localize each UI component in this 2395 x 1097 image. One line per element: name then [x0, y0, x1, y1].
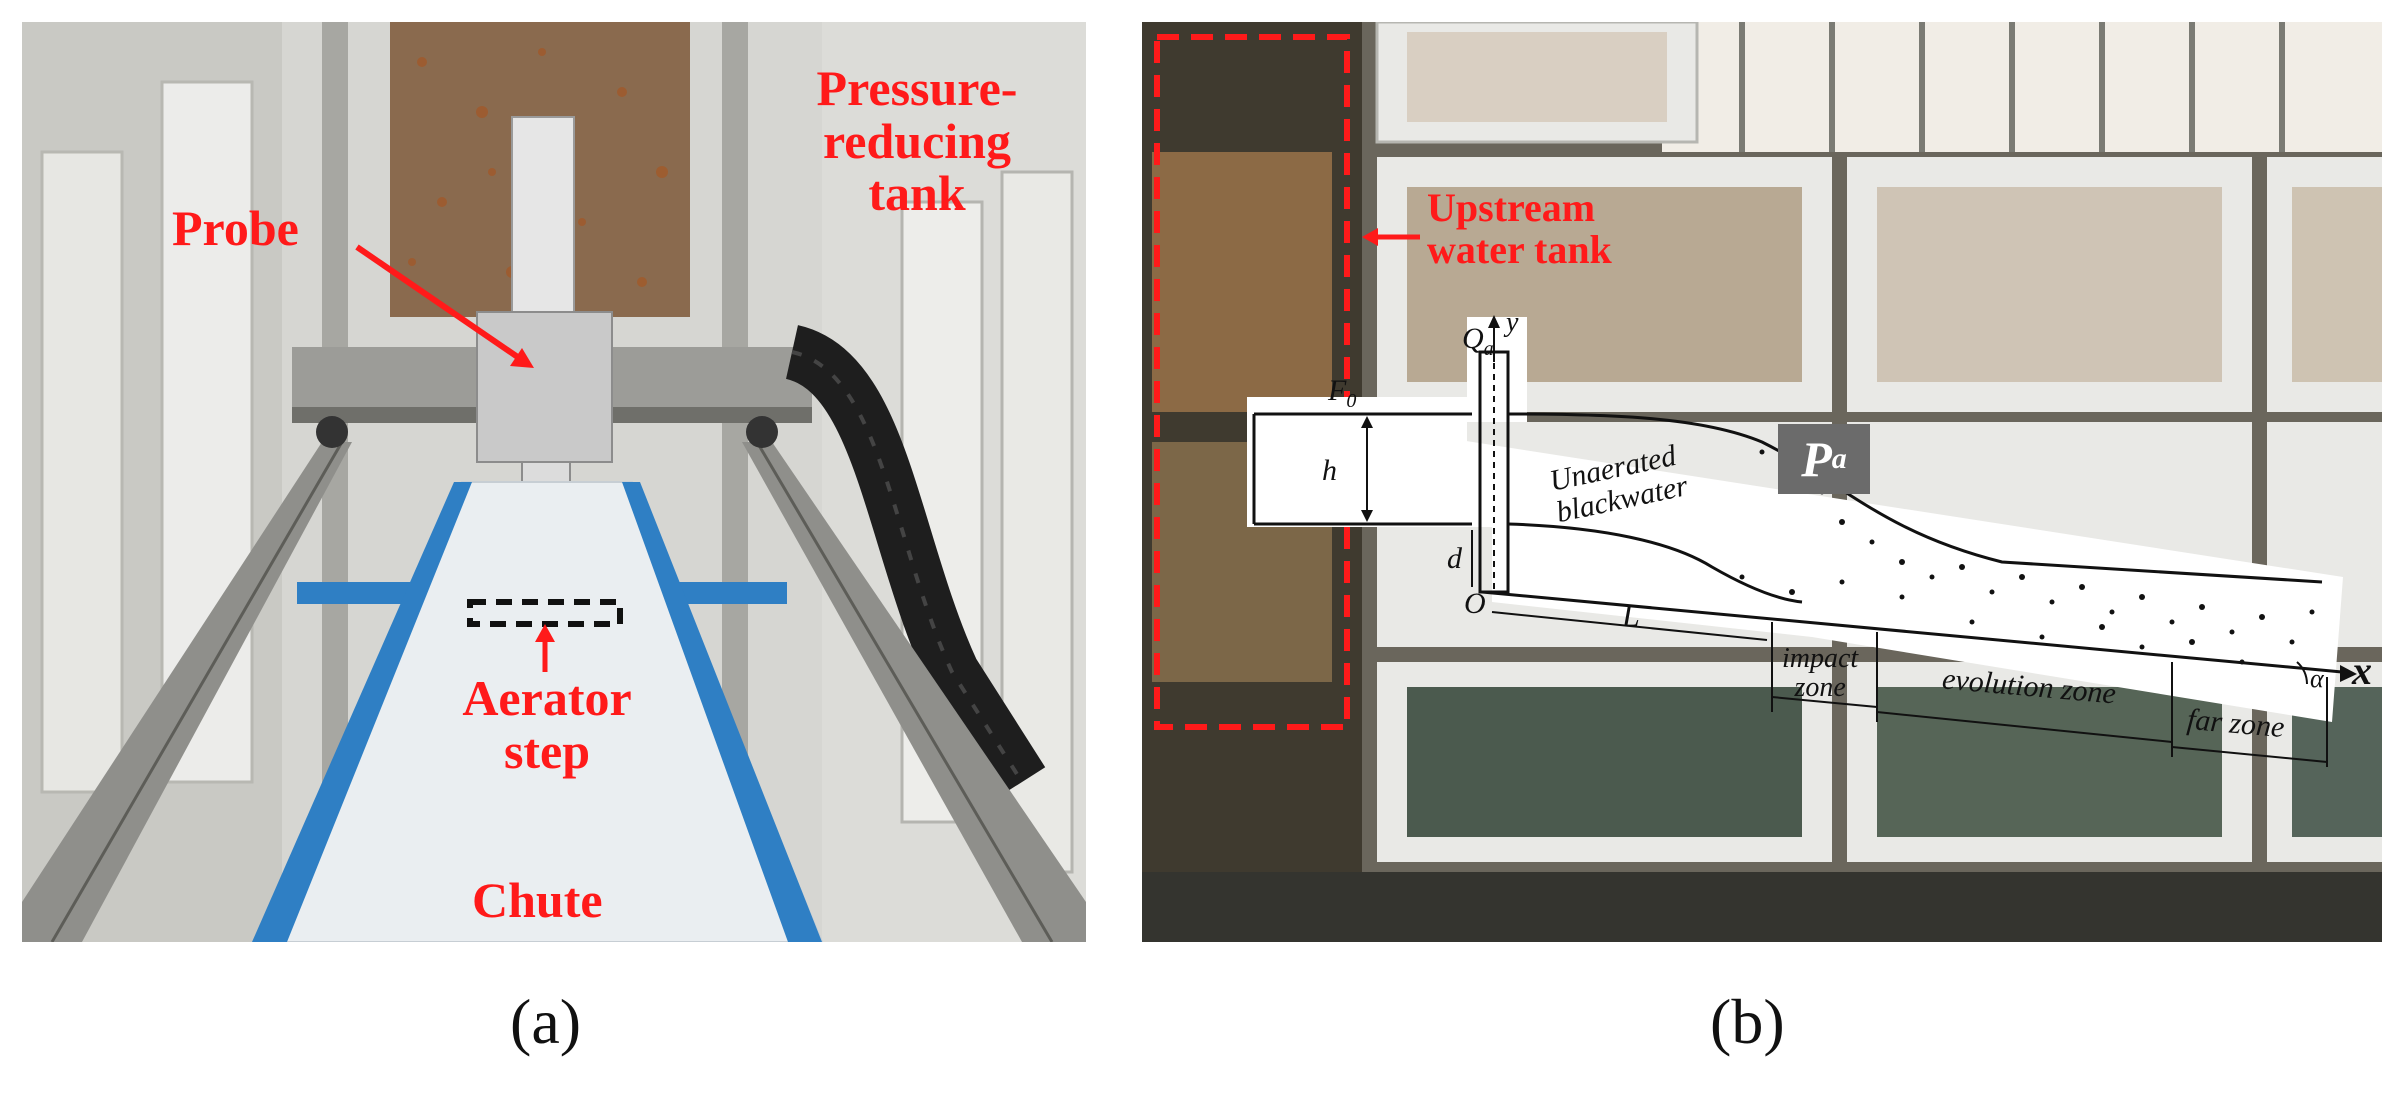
- upstream-label-line1: Upstream: [1427, 185, 1596, 230]
- origin-label: O: [1464, 587, 1486, 620]
- aerator-step-label: Aerator step: [447, 672, 647, 777]
- panel-a-photo: Probe Pressure- reducing tank Aerator st…: [22, 22, 1086, 942]
- tank-label-line3: tank: [868, 165, 966, 221]
- aerator-label-line1: Aerator: [462, 670, 632, 726]
- tank-label-line2: reducing: [823, 112, 1011, 169]
- d-label: d: [1447, 542, 1462, 575]
- tank-label-line1: Pressure-: [816, 60, 1018, 116]
- pa-subscript: a: [1831, 442, 1847, 475]
- length-label: L: [1622, 597, 1640, 633]
- h-label: h: [1322, 454, 1337, 487]
- alpha-label: α: [2310, 664, 2324, 693]
- chute-label: Chute: [472, 872, 603, 928]
- panel-b-photo: Upstream water tank F0 Qa y x h d O L Un…: [1142, 22, 2382, 942]
- air-bubbles: [1739, 449, 2315, 665]
- caption-a: (a): [510, 986, 582, 1057]
- flume-photo-scene: [1142, 22, 2382, 942]
- probe-label: Probe: [172, 200, 299, 256]
- qa-subscript: a: [1483, 338, 1494, 360]
- pressure-reducing-tank-label: Pressure- reducing tank: [792, 62, 1042, 220]
- chute-photo-scene: [22, 22, 1086, 942]
- impact-zone-label: impact zone: [1782, 644, 1858, 703]
- f0-label: F0: [1328, 374, 1356, 413]
- caption-b: (b): [1710, 986, 1785, 1057]
- qa-label: Qa: [1462, 322, 1494, 361]
- impact-line2: zone: [1794, 672, 1846, 704]
- upstream-water-tank-label: Upstream water tank: [1427, 187, 1612, 271]
- qa-symbol: Q: [1462, 322, 1484, 355]
- pa-symbol: P: [1801, 431, 1832, 487]
- f0-symbol: F: [1328, 374, 1347, 407]
- aerator-label-line2: step: [503, 722, 591, 779]
- y-axis-label: y: [1506, 307, 1519, 338]
- upstream-label-line2: water tank: [1427, 227, 1612, 272]
- impact-line1: impact: [1782, 643, 1859, 674]
- x-axis-label: x: [2352, 648, 2372, 693]
- f0-subscript: 0: [1346, 390, 1357, 412]
